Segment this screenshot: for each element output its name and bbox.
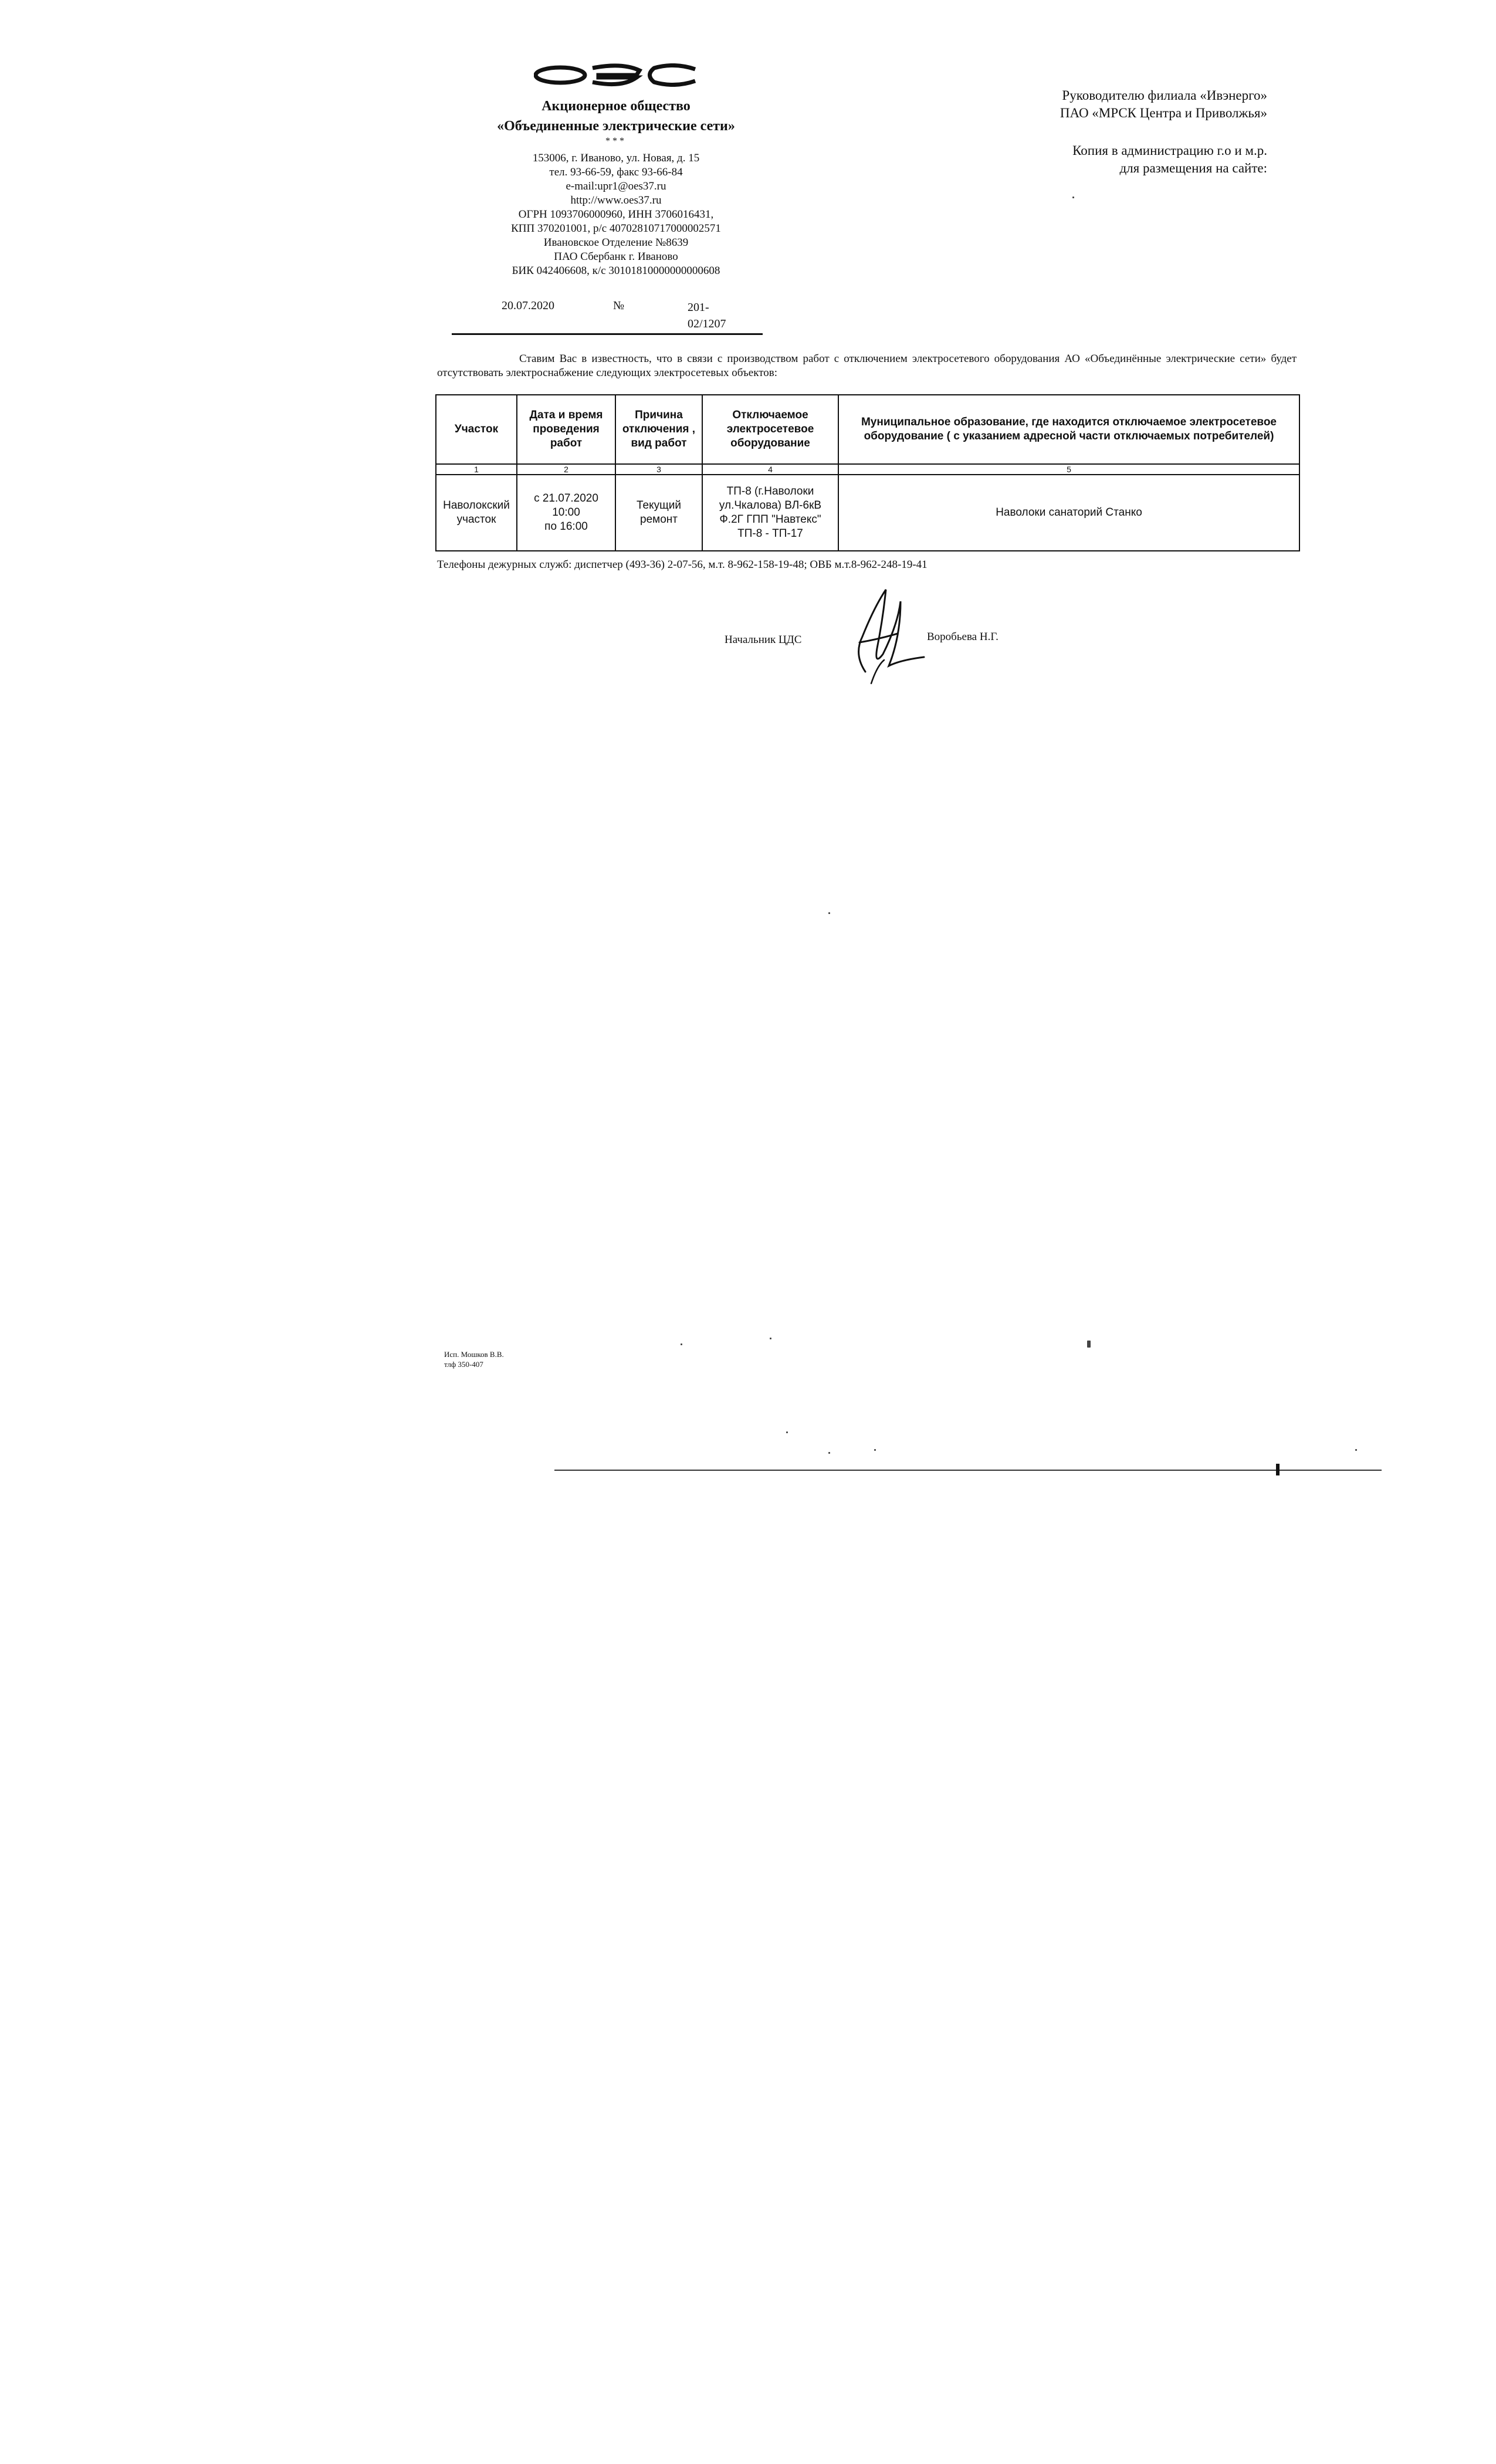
org-kpp-account: КПП 370201001, р/с 40702810717000002571 bbox=[511, 222, 721, 235]
table-header-row: Участок Дата и время проведения работ Пр… bbox=[435, 394, 1300, 465]
table-number-row: 1 2 3 4 5 bbox=[435, 463, 1300, 475]
header-municipality: Муниципальное образование, где находится… bbox=[838, 394, 1300, 465]
document-date: 20.07.2020 bbox=[502, 299, 554, 312]
table-row: Наволокский участок с 21.07.2020 10:00 п… bbox=[435, 474, 1300, 551]
column-number: 1 bbox=[435, 463, 517, 475]
org-bik: БИК 042406608, к/с 30101810000000000608 bbox=[512, 265, 720, 277]
duty-phones: Телефоны дежурных служб: диспетчер (493-… bbox=[437, 559, 928, 571]
header-site: Участок bbox=[435, 394, 517, 465]
cell-municipality: Наволоки санаторий Станко bbox=[838, 474, 1300, 551]
company-logo bbox=[534, 63, 696, 87]
column-number: 2 bbox=[516, 463, 616, 475]
scan-mark bbox=[1276, 1464, 1280, 1475]
datetime-start: с 21.07.2020 bbox=[534, 492, 598, 505]
org-stars: *** bbox=[605, 136, 627, 146]
org-website: http://www.oes37.ru bbox=[570, 194, 662, 207]
org-address: 153006, г. Иваново, ул. Новая, д. 15 bbox=[532, 152, 700, 164]
executor-name: Исп. Мошков В.В. bbox=[444, 1350, 504, 1359]
header-equipment: Отключаемое электросетевое оборудование bbox=[702, 394, 839, 465]
document-number-label: № bbox=[613, 299, 625, 312]
scan-speck bbox=[874, 1449, 876, 1451]
addressee-block: Руководителю филиала «Ивэнерго» ПАО «МРС… bbox=[974, 87, 1267, 177]
scan-speck bbox=[681, 1343, 682, 1345]
outage-table: Участок Дата и время проведения работ Пр… bbox=[435, 394, 1300, 551]
cell-equipment: ТП-8 (г.Наволоки ул.Чкалова) ВЛ-6кВ Ф.2Г… bbox=[702, 474, 839, 551]
scan-speck bbox=[1072, 197, 1074, 198]
column-number: 3 bbox=[615, 463, 703, 475]
signatory-title: Начальник ЦДС bbox=[725, 634, 802, 646]
executor-block: Исп. Мошков В.В. тлф 350-407 bbox=[444, 1349, 504, 1369]
scan-speck bbox=[1087, 1341, 1091, 1348]
intro-paragraph: Ставим Вас в известность, что в связи с … bbox=[437, 352, 1297, 380]
scan-speck bbox=[828, 912, 830, 914]
scan-edge-line bbox=[554, 1470, 1382, 1471]
signatory-name: Воробьева Н.Г. bbox=[927, 631, 999, 643]
scan-speck bbox=[770, 1338, 771, 1339]
scan-speck bbox=[786, 1431, 788, 1433]
column-number: 5 bbox=[838, 463, 1300, 475]
copy-line2: для размещения на сайте: bbox=[1119, 161, 1267, 175]
org-bank-name: ПАО Сбербанк г. Иваново bbox=[554, 251, 678, 263]
addressee-line2: ПАО «МРСК Центра и Приволжья» bbox=[1060, 106, 1267, 120]
copy-line1: Копия в администрацию г.о и м.р. bbox=[1072, 143, 1267, 158]
document-number-line2: 02/1207 bbox=[688, 317, 726, 330]
header-datetime: Дата и время проведения работ bbox=[516, 394, 616, 465]
org-type: Акционерное общество bbox=[541, 99, 691, 114]
column-number: 4 bbox=[702, 463, 839, 475]
cell-site: Наволокский участок bbox=[435, 474, 517, 551]
cell-datetime: с 21.07.2020 10:00 по 16:00 bbox=[516, 474, 616, 551]
header-divider bbox=[452, 333, 763, 335]
datetime-start-time: 10:00 bbox=[552, 506, 580, 519]
org-name: «Объединенные электрические сети» bbox=[497, 119, 735, 134]
document-number-line1: 201- bbox=[688, 301, 709, 314]
cell-reason: Текущий ремонт bbox=[615, 474, 703, 551]
org-phone-fax: тел. 93-66-59, факс 93-66-84 bbox=[549, 166, 683, 178]
header-reason: Причина отключения , вид работ bbox=[615, 394, 703, 465]
handwritten-signature bbox=[858, 589, 925, 685]
datetime-end: по 16:00 bbox=[544, 520, 588, 533]
scan-speck bbox=[828, 1452, 830, 1454]
addressee-line1: Руководителю филиала «Ивэнерго» bbox=[1062, 88, 1267, 103]
document-number: 201- 02/1207 bbox=[688, 299, 726, 332]
org-ogrn-inn: ОГРН 1093706000960, ИНН 3706016431, bbox=[518, 208, 714, 221]
scan-speck bbox=[1355, 1449, 1357, 1451]
org-bank-branch: Ивановское Отделение №8639 bbox=[543, 236, 689, 249]
executor-phone: тлф 350-407 bbox=[444, 1360, 483, 1369]
org-email: e-mail:upr1@oes37.ru bbox=[566, 180, 666, 192]
letterhead: Акционерное общество «Объединенные элект… bbox=[463, 63, 769, 278]
intro-text: Ставим Вас в известность, что в связи с … bbox=[437, 353, 1297, 379]
